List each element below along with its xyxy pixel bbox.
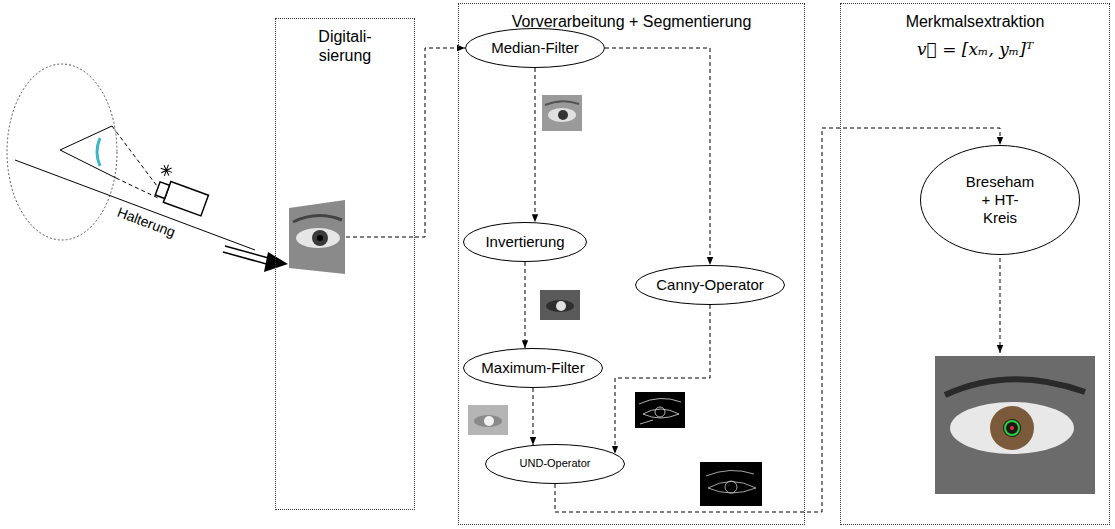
ellipse-shape	[464, 349, 603, 388]
eye-sketch	[60, 126, 116, 178]
median-thumbnail	[542, 95, 582, 131]
ellipse-shape	[466, 29, 605, 68]
flow-arrow	[605, 48, 710, 265]
process-ellipse: Canny-Operator	[635, 265, 785, 305]
flow-arrow	[615, 305, 710, 454]
capture-arrow	[223, 246, 272, 265]
node-title: Maximum-Filter	[481, 359, 584, 377]
maximum-thumbnail	[468, 405, 508, 435]
capture-arrow-head	[264, 252, 288, 272]
ellipse-shape	[486, 445, 625, 484]
process-ellipse: Median-Filter	[465, 28, 605, 68]
node-title: Vorverarbeitung + Segmentierung	[459, 12, 804, 31]
camera-symbol	[150, 163, 213, 216]
ellipse-shape	[921, 146, 1080, 255]
process-ellipse: Invertierung	[463, 222, 587, 262]
node-title: UND-Operator	[520, 457, 591, 470]
head-outline	[7, 64, 117, 240]
view-lines	[112, 126, 160, 198]
flow-arrow	[533, 388, 534, 445]
process-ellipse: UND-Operator	[485, 444, 625, 484]
flow-arrow	[535, 68, 536, 222]
node-title: Breseham + HT-Kreis	[965, 173, 1035, 227]
stage-panel: Merkmalsextraktion v⃗ = [xₘ, yₘ]ᵀBreseham…	[840, 3, 1110, 525]
node-title: Invertierung	[485, 233, 564, 251]
eye-image	[289, 200, 345, 274]
holder-bar	[15, 160, 255, 250]
result-image	[935, 356, 1095, 494]
flow-arrow	[525, 262, 526, 348]
inverted-thumbnail	[540, 290, 580, 320]
node-title: Digitali- sierung	[305, 27, 385, 65]
node-title: Merkmalsextraktion	[841, 12, 1109, 31]
stage-panel: Digitali- sierung	[275, 18, 415, 510]
node-title: Canny-Operator	[656, 276, 764, 294]
ellipse-shape	[464, 223, 587, 262]
process-ellipse: Breseham + HT-Kreis	[920, 145, 1080, 255]
canny-thumbnail	[635, 392, 685, 428]
feature-formula: v⃗ = [xₘ, yₘ]ᵀ	[841, 39, 1109, 59]
node-title: Median-Filter	[491, 39, 579, 57]
eye-cornea	[97, 138, 100, 166]
result-arrow	[1000, 258, 1001, 353]
ellipse-shape	[636, 266, 785, 305]
process-ellipse: Maximum-Filter	[463, 348, 603, 388]
and-thumbnail	[700, 462, 762, 506]
image-link	[346, 237, 414, 238]
stage-panel: Vorverarbeitung + SegmentierungMedian-Fi…	[458, 3, 805, 525]
